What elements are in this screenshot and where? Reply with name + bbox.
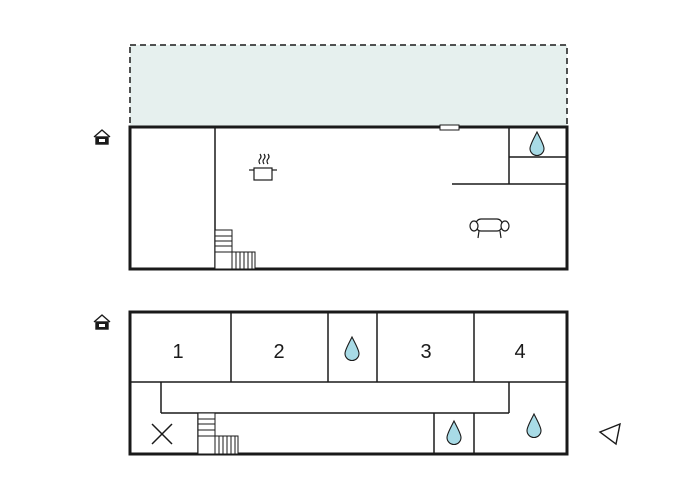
stairs-icon xyxy=(197,412,239,455)
terrace-area xyxy=(129,44,568,128)
room-number-2: 2 xyxy=(273,341,284,363)
room-number-3: 3 xyxy=(420,341,431,363)
water-drop-icon xyxy=(529,130,545,157)
lower-floor: 1 2 3 4 xyxy=(93,310,569,456)
house-icon xyxy=(93,314,111,330)
cooking-pot-icon xyxy=(249,153,277,181)
north-arrow-icon xyxy=(598,422,621,446)
water-drop-icon xyxy=(344,335,360,362)
room-number-4: 4 xyxy=(514,341,525,363)
stairs-icon xyxy=(214,229,256,270)
room-number-1: 1 xyxy=(172,341,183,363)
upper-floor xyxy=(93,44,569,271)
cross-icon xyxy=(151,423,173,445)
water-drop-icon xyxy=(446,419,462,446)
upper-outer-wall xyxy=(128,125,569,271)
water-drop-icon xyxy=(526,412,542,439)
lower-outer-wall xyxy=(128,310,569,456)
armchair-icon xyxy=(469,218,510,239)
window xyxy=(439,124,460,131)
house-icon xyxy=(93,129,111,145)
